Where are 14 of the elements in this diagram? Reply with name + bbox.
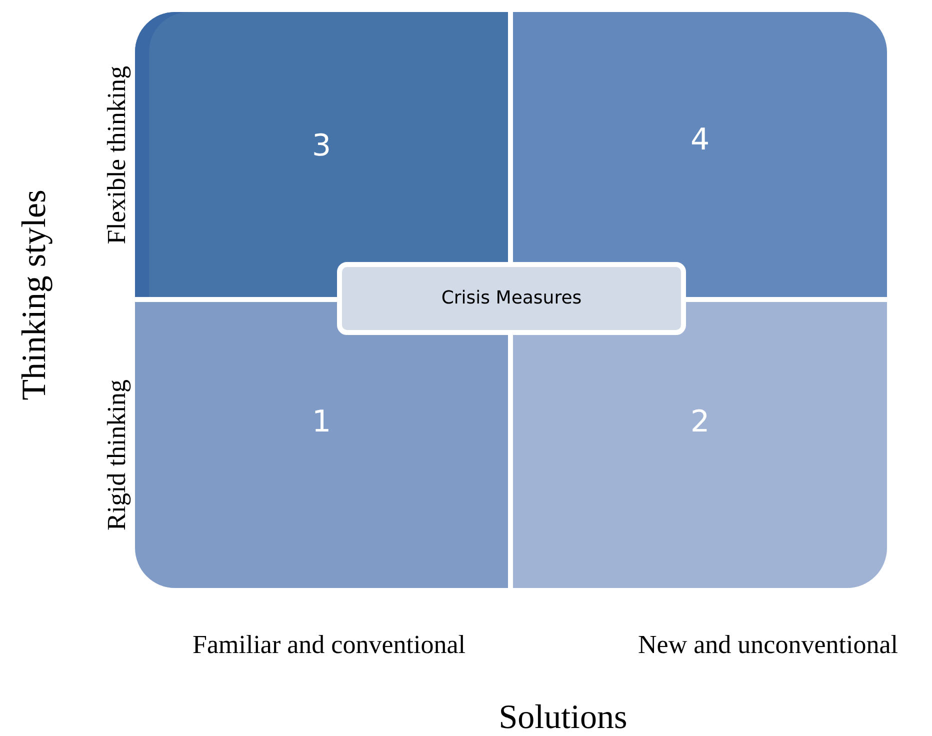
quadrant-number: 4 xyxy=(690,122,710,158)
quadrant-panel xyxy=(135,302,508,588)
axis-title: Solutions xyxy=(498,699,628,736)
box-title: Crisis Measures xyxy=(441,288,582,308)
axis-category-label: Flexible thinking xyxy=(102,66,132,244)
axis-category-label: Rigid thinking xyxy=(102,380,132,530)
quadrant-number: 3 xyxy=(312,128,332,164)
axis-category-label: New and unconventional xyxy=(638,630,898,660)
quadrant-number: 2 xyxy=(690,404,710,440)
axis-category-label: Familiar and conventional xyxy=(192,630,466,660)
axis-title: Thinking styles xyxy=(16,190,54,400)
center-box xyxy=(337,262,686,335)
quadrant-number: 1 xyxy=(312,404,332,440)
quadrant-panel xyxy=(513,302,887,588)
